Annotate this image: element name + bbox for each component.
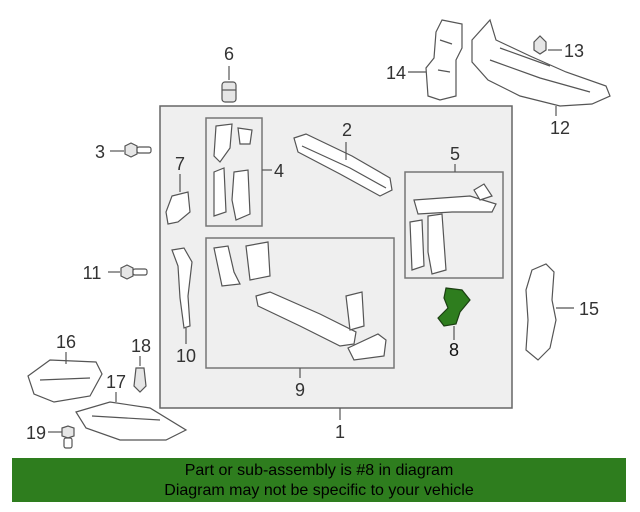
callout-5: 5 [450,144,460,164]
part-8-highlighted [437,287,471,340]
callout-7: 7 [175,154,185,174]
part-17-shield [75,392,188,441]
callout-1: 1 [335,422,345,442]
part-16-undercover [27,352,103,403]
callout-3: 3 [95,142,105,162]
callout-15: 15 [579,299,599,319]
callout-18: 18 [131,336,151,356]
banner-line-part: Part or sub-assembly is #8 in diagram [184,462,454,479]
callout-13: 13 [564,41,584,61]
part-3-bolt [110,142,152,158]
callout-9: 9 [295,380,305,400]
part-7-bracket [165,174,191,225]
part-2-support [293,133,393,197]
part-14-bracket [408,19,463,101]
part-13-clip [533,35,562,55]
part-9-pieces [213,241,387,378]
callout-16: 16 [56,332,76,352]
info-banner: Part or sub-assembly is #8 in diagram Di… [12,458,626,502]
callout-12: 12 [550,118,570,138]
callout-6: 6 [224,44,234,64]
part-19-bolt [48,425,75,449]
callout-2: 2 [342,120,352,140]
part-15-bracket [525,263,574,361]
part-12-cover [471,18,611,116]
callout-11: 11 [83,263,102,283]
banner-line-disclaimer: Diagram may not be specific to your vehi… [164,482,474,499]
group-box-4 [205,117,263,227]
callout-8: 8 [449,340,459,360]
part-11-bolt [108,264,148,280]
group-box-5 [404,171,504,279]
callout-17: 17 [106,372,126,392]
part-6-bumper [221,66,237,103]
callout-10: 10 [176,346,196,366]
parts-diagram: 1 2 3 4 5 6 7 8 9 10 11 12 13 14 15 16 1… [26,18,611,449]
part-5-pieces [409,164,497,275]
part-4-pieces [213,123,272,221]
callout-4: 4 [274,161,284,181]
callout-19: 19 [26,423,46,443]
part-10-member [171,247,193,344]
part-18-clip [133,356,147,393]
callout-14: 14 [386,63,406,83]
